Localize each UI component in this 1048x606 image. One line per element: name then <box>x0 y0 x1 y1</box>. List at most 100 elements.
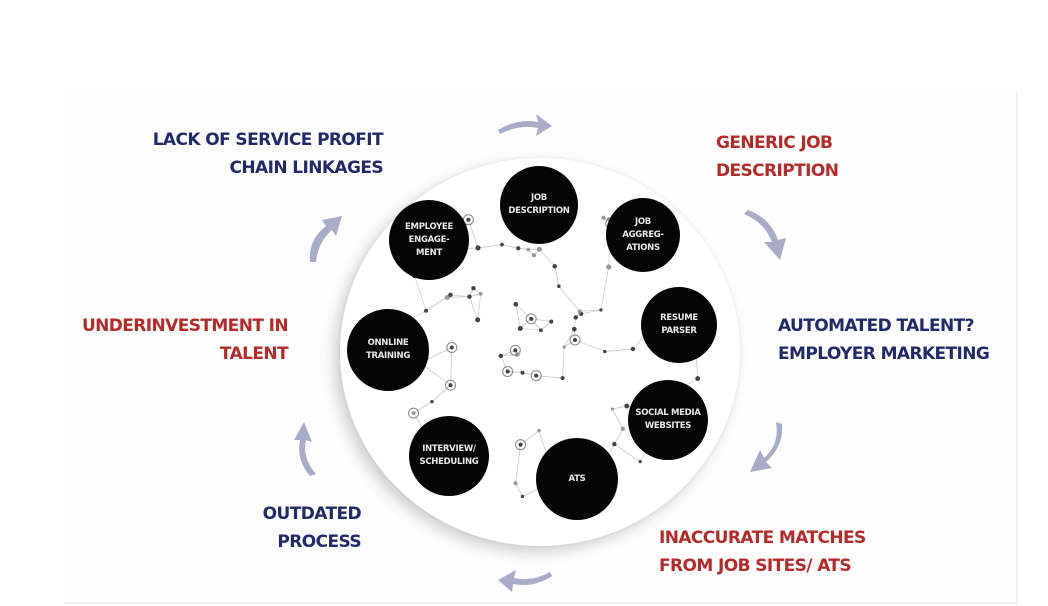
network-node-dot <box>552 264 557 269</box>
node-interview-scheduling: INTERVIEW/ SCHEDULING <box>409 416 489 496</box>
problem-line: UNDERINVESTMENT IN <box>81 316 289 336</box>
network-node-dot <box>624 403 630 409</box>
node-online-training: ONNLINE TRAINING <box>347 309 429 391</box>
network-node-ring <box>525 313 537 325</box>
cycle-arrow-upper-left-icon <box>309 216 342 262</box>
network-node-dot <box>601 215 606 220</box>
network-edge <box>413 401 433 414</box>
network-edge <box>515 304 532 320</box>
network-node-dot <box>513 348 518 353</box>
network-edge <box>431 384 451 402</box>
problem-line: EMPLOYER MARKETING <box>778 344 990 364</box>
problem-line: CHAIN LINKAGES <box>229 158 384 178</box>
network-node-dot <box>430 399 434 404</box>
network-node-dot <box>500 242 504 247</box>
network-edge <box>450 347 453 386</box>
network-edge <box>579 309 601 312</box>
cycle-arrow-lower-right-icon <box>750 422 783 472</box>
node-resume-parser: RESUME PARSER <box>641 287 717 363</box>
problem-line: FROM JOB SITES/ ATS <box>659 556 852 576</box>
network-node-dot <box>520 370 525 375</box>
network-edge <box>562 347 565 379</box>
network-node-dot <box>424 308 429 313</box>
cycle-arrow-bottom-icon <box>498 570 552 592</box>
network-node-dot <box>444 294 450 300</box>
network-edge <box>450 294 470 298</box>
node-employee-engagement: EMPLOYEE ENGAGE- MENT <box>389 200 469 280</box>
network-node-dot <box>529 316 534 321</box>
network-node-dot <box>557 284 561 288</box>
network-edge <box>500 355 509 372</box>
network-edge <box>563 328 575 348</box>
network-node-dot <box>560 375 565 381</box>
network-edge <box>604 348 634 352</box>
network-node-dot <box>577 309 582 314</box>
problem-line: DESCRIPTION <box>716 161 839 181</box>
network-node-ring <box>509 344 521 356</box>
problem-line: INACCURATE MATCHES <box>659 528 866 548</box>
problem-line: AUTOMATED TALENT? <box>778 316 974 336</box>
network-edge <box>600 266 610 310</box>
cycle-arrow-lower-left-icon <box>294 422 316 476</box>
network-node-dot <box>695 376 701 381</box>
network-node-dot <box>475 317 481 323</box>
network-node-dot <box>478 291 483 296</box>
network-node-ring <box>569 334 581 346</box>
network-node-dot <box>610 407 614 411</box>
network-node-dot <box>630 346 636 352</box>
problem-automated-talent: AUTOMATED TALENT? EMPLOYER MARKETING <box>778 312 990 368</box>
network-node-dot <box>448 383 453 388</box>
network-node-ring <box>515 439 527 451</box>
network-node-dot <box>505 369 510 374</box>
network-node-dot <box>518 442 523 447</box>
network-edge <box>530 318 542 331</box>
network-node-dot <box>475 245 481 251</box>
network-edge <box>477 244 503 249</box>
network-node-dot <box>599 308 603 312</box>
network-node-dot <box>498 353 504 359</box>
problem-line: LACK OF SERVICE PROFIT <box>152 130 384 150</box>
network-node-dot <box>526 247 531 252</box>
network-node-dot <box>534 373 539 378</box>
network-node-dot <box>471 285 476 291</box>
network-edge <box>554 266 560 287</box>
network-node-dot <box>467 294 472 299</box>
node-job-description: JOB DESCRIPTION <box>500 166 578 244</box>
network-edge <box>536 375 563 379</box>
network-node-dot <box>603 349 607 354</box>
network-node-dot <box>620 426 625 431</box>
node-job-aggregations: JOB AGGREG- ATIONS <box>606 198 680 272</box>
network-edge <box>501 244 519 249</box>
network-node-dot <box>572 338 577 343</box>
network-node-dot <box>537 428 541 433</box>
network-node-dot <box>562 345 566 349</box>
network-edge <box>469 296 479 320</box>
network-node-dot <box>606 264 612 270</box>
problem-underinvestment: UNDERINVESTMENT IN TALENT <box>60 312 289 368</box>
problem-line: PROCESS <box>277 532 361 552</box>
network-node-dot <box>573 315 578 320</box>
network-edge <box>520 430 540 445</box>
network-edge <box>467 219 479 249</box>
network-edge <box>477 293 482 320</box>
network-node-dot <box>572 326 577 332</box>
node-ats: ATS <box>536 438 618 520</box>
node-social-media-websites: SOCIAL MEDIA WEBSITES <box>628 380 708 460</box>
network-edge <box>520 328 541 331</box>
network-edge <box>507 371 523 374</box>
network-edge <box>522 372 537 376</box>
network-node-dot <box>513 481 518 486</box>
network-edge <box>500 349 516 357</box>
network-node-dot <box>612 441 617 447</box>
network-edge <box>558 285 580 312</box>
network-edge <box>515 444 521 484</box>
network-node-ring <box>502 366 514 378</box>
network-node-dot <box>466 217 471 222</box>
network-edge <box>614 428 624 445</box>
problem-line: GENERIC JOB <box>716 133 833 153</box>
cycle-arrow-top-icon <box>498 114 552 136</box>
network-node-dot <box>517 325 523 331</box>
network-node-dot <box>536 246 542 252</box>
problem-inaccurate-matches: INACCURATE MATCHES FROM JOB SITES/ ATS <box>659 524 866 580</box>
network-edge <box>614 443 641 462</box>
